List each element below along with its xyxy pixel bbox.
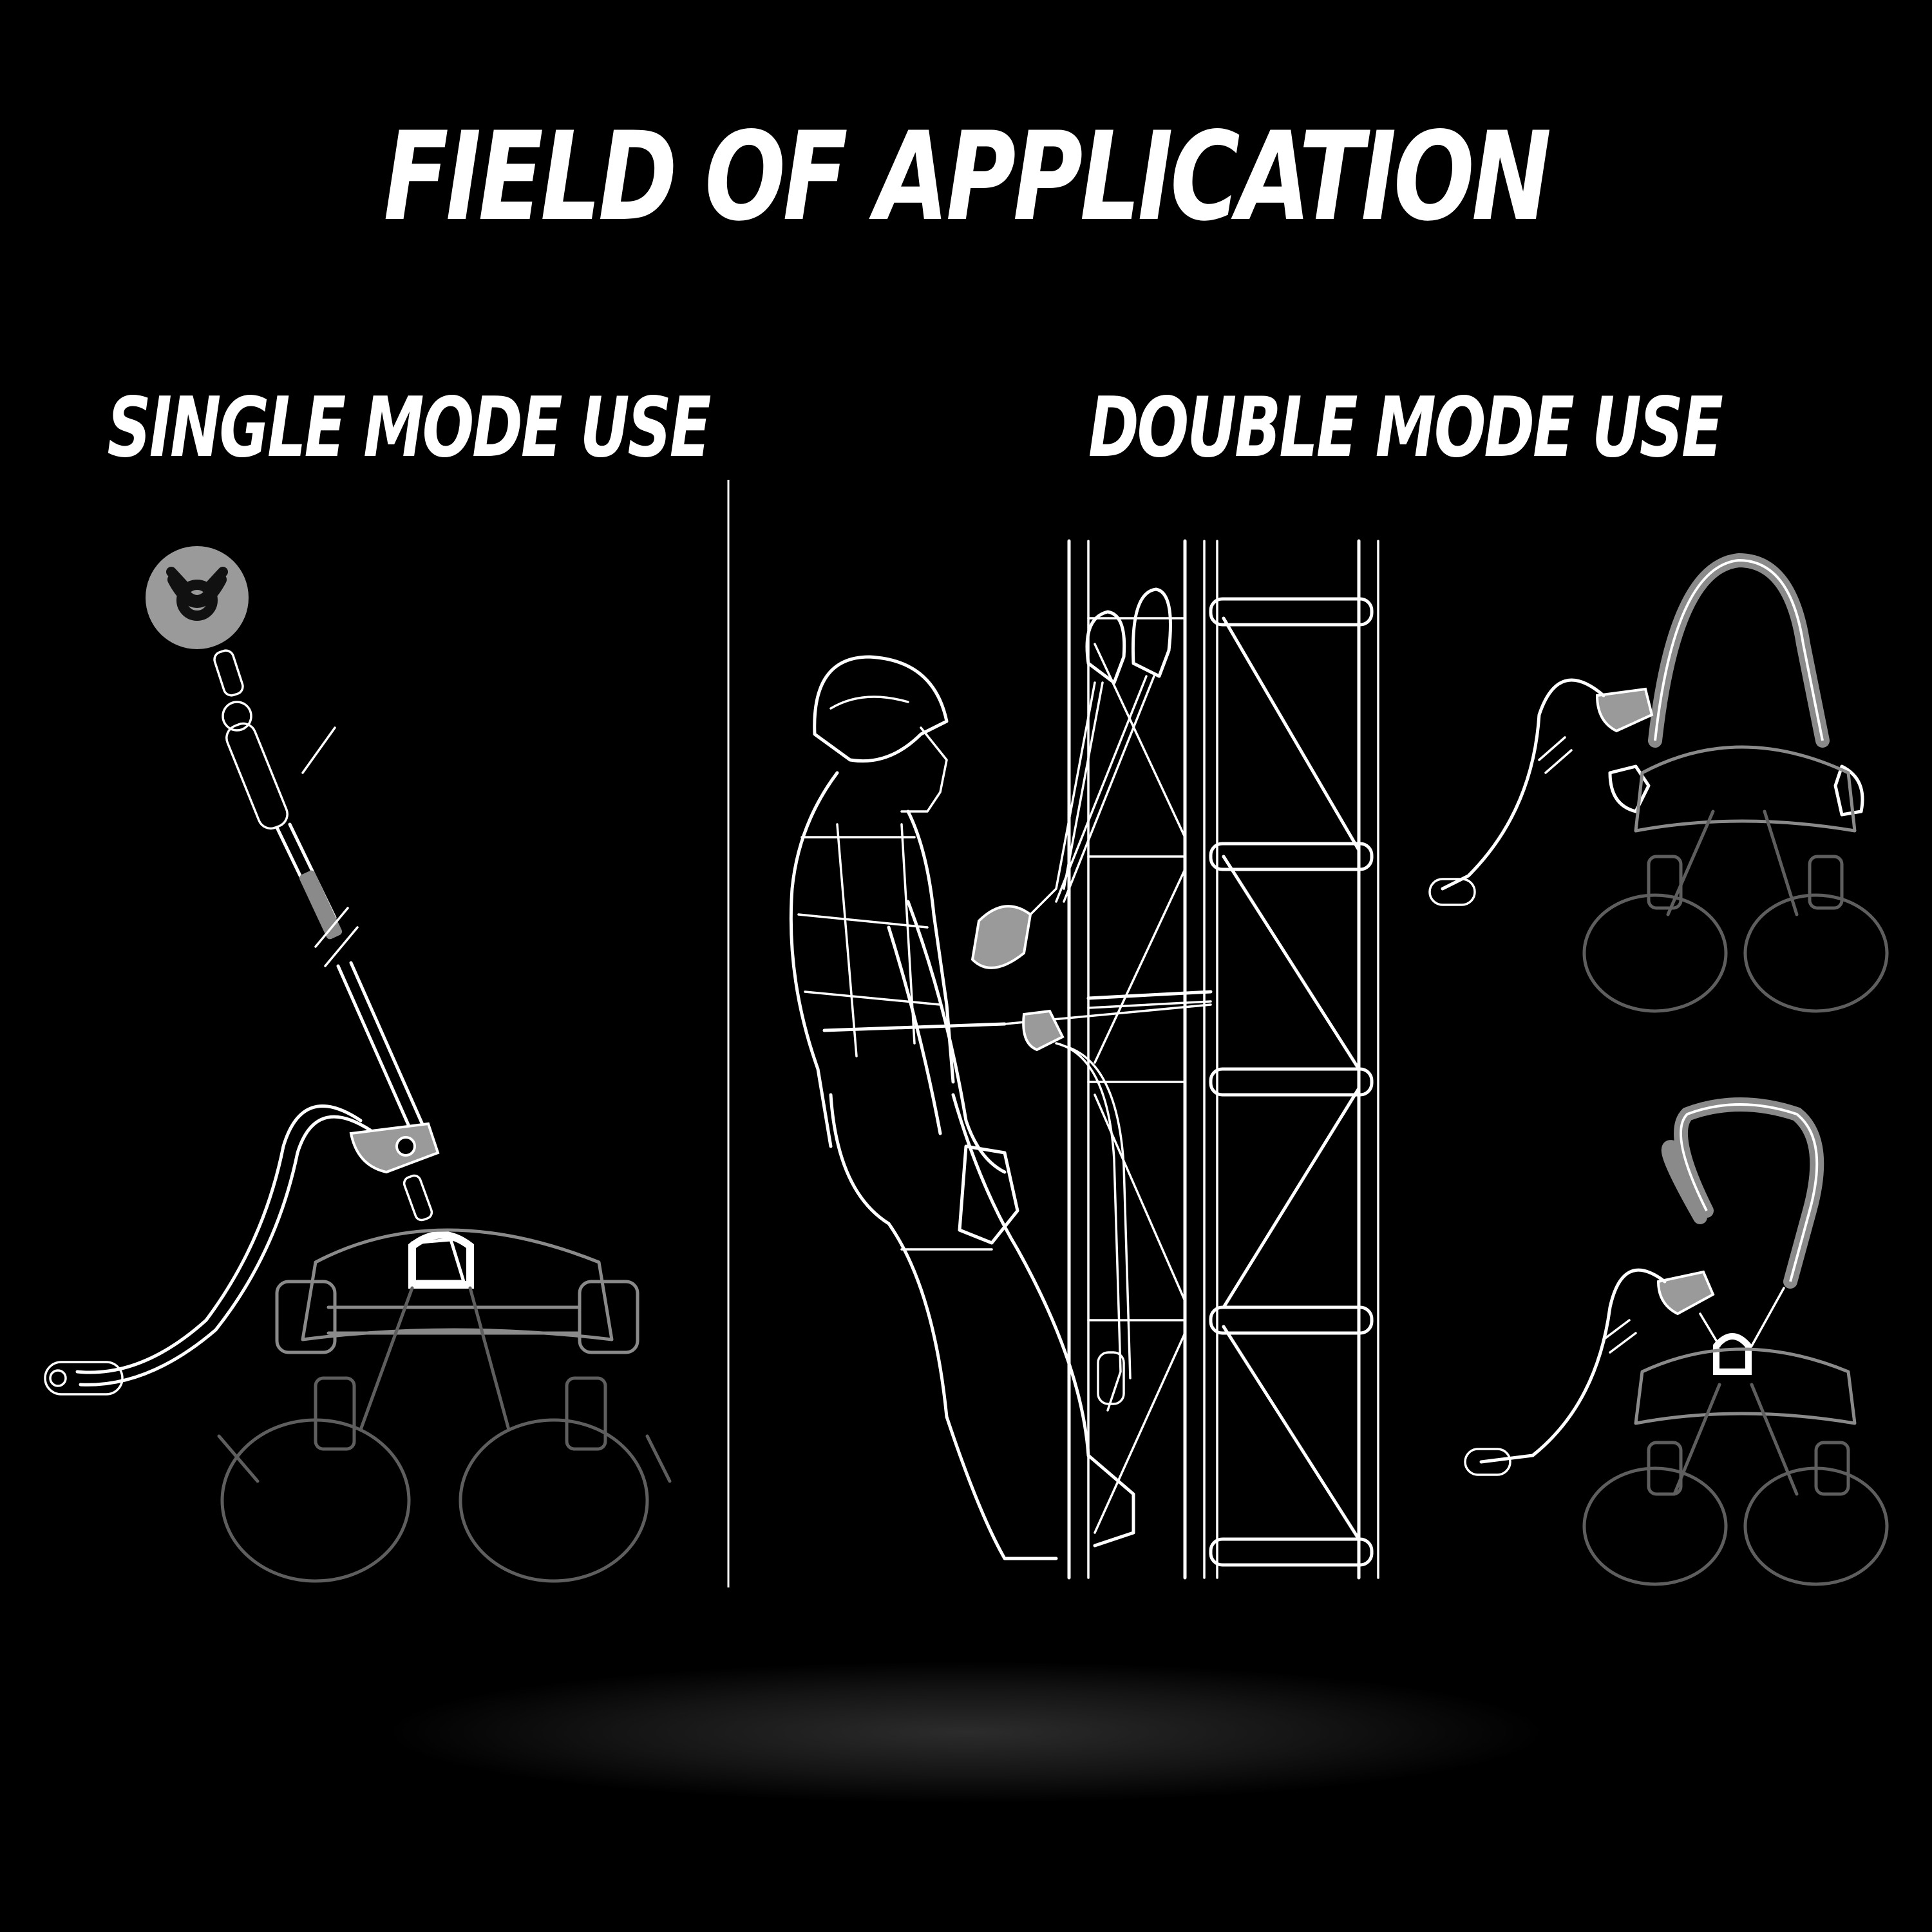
tower-braces [1086, 616, 1361, 1541]
tower-rungs [1087, 597, 1374, 1567]
worker-figure [789, 655, 1212, 1560]
anchor-point-icon [146, 546, 249, 649]
floor-shadow [386, 1662, 1546, 1803]
top-harness [1582, 745, 1889, 1013]
tower-climber-illustration [789, 539, 1379, 1580]
double-mode-diagram-top [1428, 553, 1889, 1013]
page-title: FIELD OF APPLICATION [383, 106, 1552, 248]
bottom-harness [1582, 1347, 1889, 1586]
single-harness [217, 1228, 672, 1583]
double-mode-diagram-bottom [1464, 1097, 1889, 1586]
single-mode-illustration [44, 546, 672, 1583]
